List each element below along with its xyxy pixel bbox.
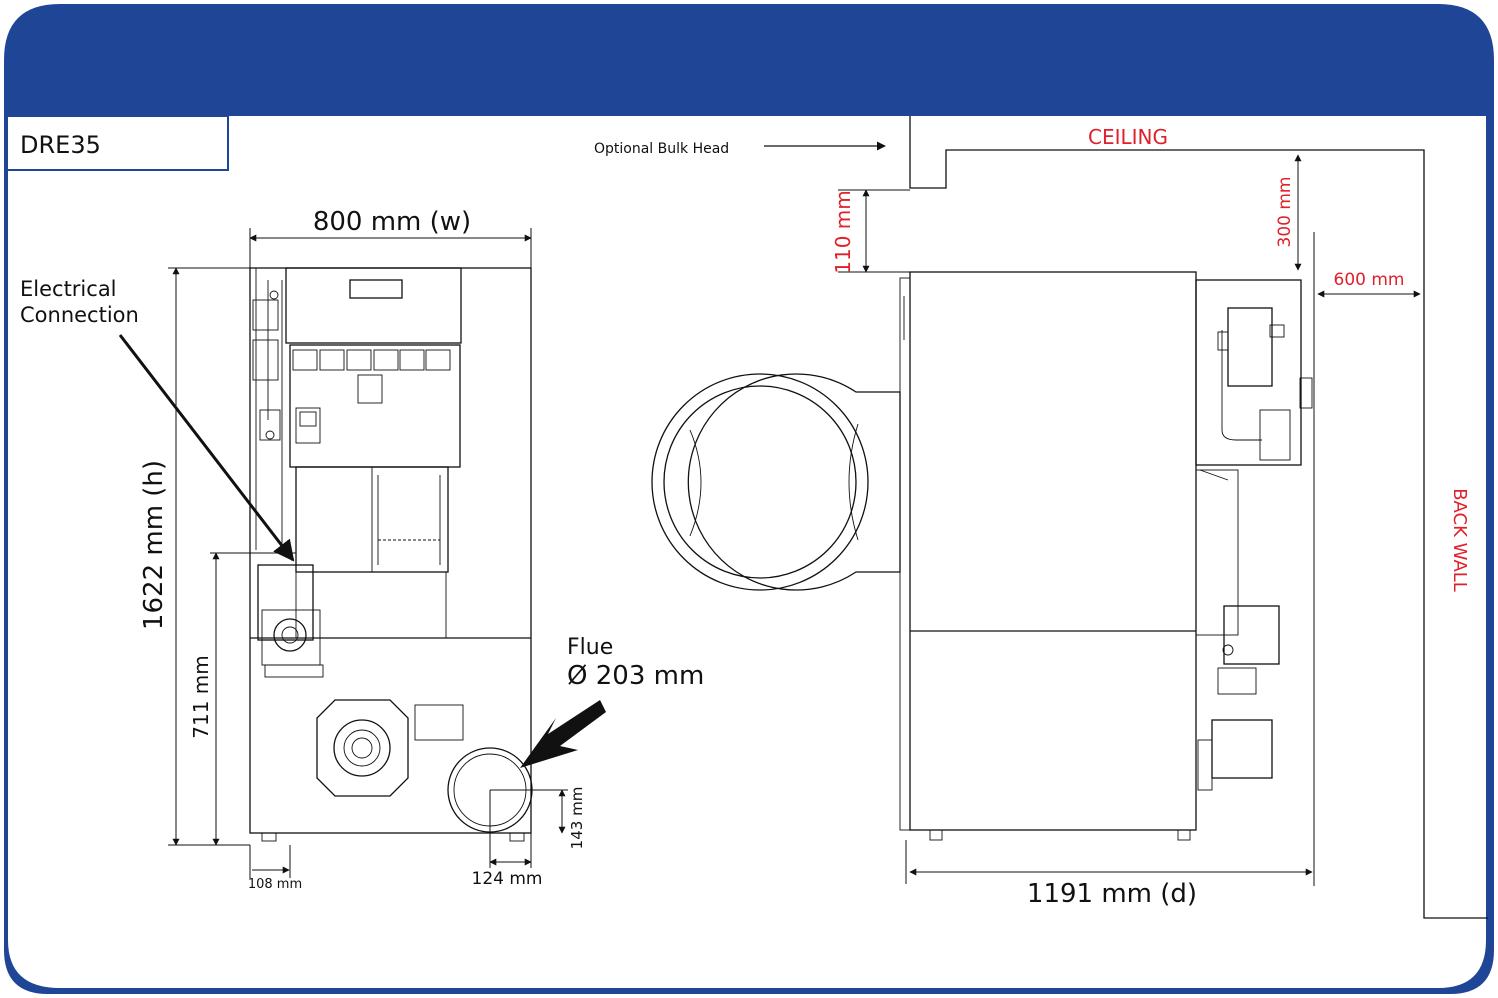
side-view: CEILING BACK WALL Optional Bulk Head (594, 116, 1488, 919)
bulkhead-callout: Optional Bulk Head (594, 141, 729, 157)
ceiling-clearance-dimension: 300 mm (1275, 177, 1295, 248)
flue-callout-line2: Ø 203 mm (567, 661, 704, 691)
top-clearance-dimension: 110 mm (831, 190, 855, 274)
flue-offset-y-dimension: 143 mm (568, 787, 586, 850)
foot-offset-dimension: 108 mm (248, 877, 302, 892)
rear-clearance-dimension: 600 mm (1334, 270, 1405, 290)
flue-callout-line1: Flue (567, 635, 613, 660)
back-wall-label: BACK WALL (1449, 488, 1470, 592)
title-tab (8, 115, 229, 171)
height-dimension: 1622 mm (h) (139, 460, 169, 630)
sheet-inner-panel (8, 116, 1486, 988)
electrical-callout-line1: Electrical (20, 277, 117, 301)
width-dimension: 800 mm (w) (313, 207, 471, 237)
flue-offset-x-dimension: 124 mm (472, 869, 543, 889)
ceiling-label: CEILING (1088, 125, 1168, 149)
model-label: DRE35 (20, 131, 101, 159)
front-view: 800 mm (w) 1622 mm (h) 711 mm 108 mm 124… (20, 207, 704, 892)
electrical-callout-line2: Connection (20, 303, 139, 327)
depth-dimension: 1191 mm (d) (1027, 879, 1197, 909)
flue-height-dimension: 711 mm (189, 655, 213, 739)
electrical-callout-arrow (118, 334, 295, 562)
flue-callout-arrow (520, 700, 606, 768)
